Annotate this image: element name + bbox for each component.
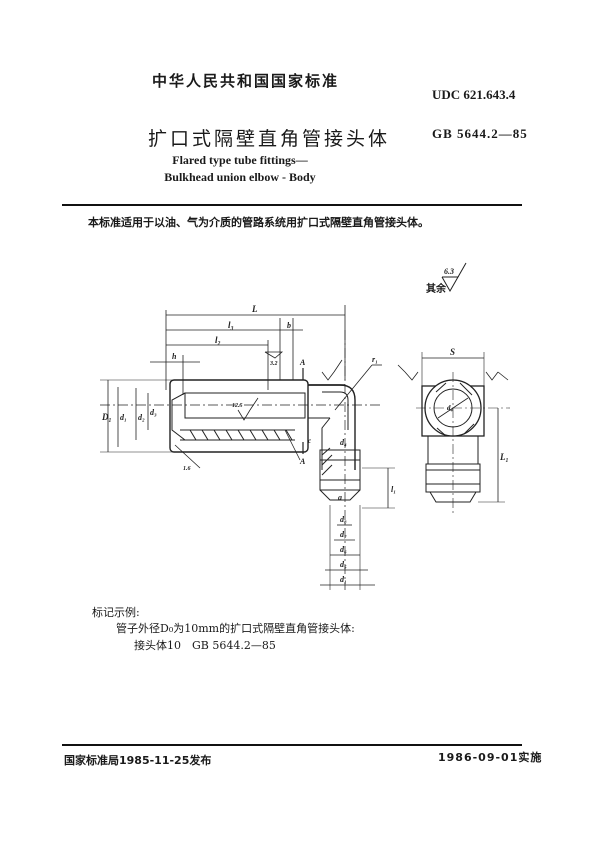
- front-view: L l₃ b l₂ h A A D₁ d₁ d₂ d₃ d₄ r₁ a c d₈…: [100, 304, 396, 590]
- svg-text:d₁: d₁: [340, 575, 347, 584]
- header-divider: [62, 204, 522, 206]
- svg-text:d₈: d₈: [340, 515, 347, 524]
- svg-text:d₄: d₄: [340, 438, 347, 447]
- standard-number: GB 5644.2—85: [432, 126, 528, 141]
- effective-date: 1986-09-01实施: [438, 751, 543, 764]
- svg-text:l₂: l₂: [215, 335, 221, 345]
- roughness-symbol-icon: 6.3: [441, 262, 467, 293]
- svg-text:6.3: 6.3: [444, 267, 454, 276]
- svg-text:r₁: r₁: [372, 355, 378, 364]
- svg-text:L: L: [251, 304, 258, 314]
- title-en-line2: Bulkhead union elbow - Body: [164, 170, 316, 184]
- footer-divider: [62, 744, 522, 746]
- document-title-en: Flared type tube fittings— Bulkhead unio…: [150, 152, 330, 186]
- title-en-line1: Flared type tube fittings—: [172, 153, 308, 167]
- svg-text:A: A: [299, 358, 306, 367]
- svg-text:h: h: [172, 352, 177, 361]
- side-view: S d₄ L₁: [397, 347, 510, 515]
- document-title-cn: 扩口式隔壁直角管接头体: [148, 128, 391, 150]
- marking-example-designation: 接头体10 GB 5644.2—85: [134, 639, 276, 652]
- svg-text:d₇: d₇: [340, 530, 347, 539]
- svg-text:d₄: d₄: [447, 404, 454, 412]
- svg-text:b: b: [287, 321, 291, 330]
- svg-text:A: A: [299, 457, 306, 466]
- svg-text:1.6: 1.6: [183, 466, 191, 472]
- svg-text:d₅: d₅: [340, 560, 347, 569]
- scope-statement: 本标准适用于以油、气为介质的管路系统用扩口式隔壁直角管接头体。: [88, 216, 429, 229]
- svg-text:c: c: [308, 437, 311, 445]
- national-standard-heading: 中华人民共和国国家标准: [152, 72, 340, 90]
- svg-text:d₂: d₂: [138, 413, 145, 422]
- svg-text:12.5: 12.5: [232, 403, 243, 409]
- svg-text:S: S: [450, 347, 455, 357]
- udc-code: UDC 621.643.4: [432, 87, 516, 102]
- issue-date: 国家标准局1985-11-25发布: [64, 754, 212, 767]
- roughness-note-label: 其余: [426, 284, 446, 295]
- svg-text:d₆: d₆: [340, 545, 347, 554]
- svg-text:a: a: [338, 493, 342, 502]
- svg-text:l₃: l₃: [228, 320, 234, 330]
- marking-example-label: 标记示例:: [92, 606, 140, 619]
- svg-text:d₃: d₃: [150, 408, 157, 417]
- svg-text:l₁: l₁: [391, 485, 396, 494]
- marking-example-description: 管子外径D₀为10mm的扩口式隔壁直角管接头体:: [116, 622, 355, 635]
- svg-text:d₁: d₁: [120, 413, 127, 422]
- technical-drawing: 6.3: [100, 262, 510, 590]
- svg-text:D₁: D₁: [101, 412, 112, 422]
- svg-text:L₁: L₁: [499, 452, 509, 462]
- svg-text:3.2: 3.2: [269, 361, 278, 367]
